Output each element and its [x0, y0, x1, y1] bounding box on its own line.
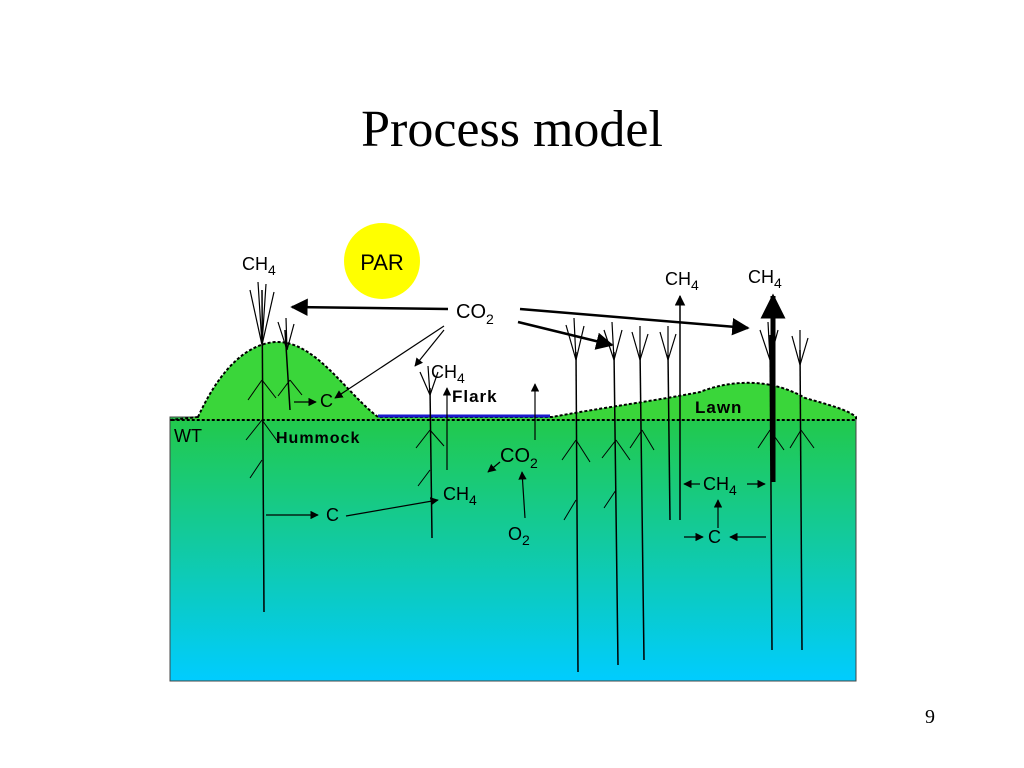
- par-label: PAR: [360, 250, 404, 275]
- ch4-label-upper-right: CH4: [748, 267, 782, 291]
- carbon-label-deep-left: C: [326, 505, 339, 525]
- sun: [344, 223, 420, 299]
- hummock-label: Hummock: [276, 430, 360, 447]
- slide-number: 9: [925, 706, 935, 728]
- slide-title: Process model: [361, 101, 663, 158]
- ch4-label-hummock: CH4: [242, 254, 276, 278]
- ch4-label-upper-mid: CH4: [665, 269, 699, 293]
- o2-label: O2: [508, 524, 530, 548]
- co2-label-top: CO2: [456, 301, 494, 327]
- co2-flux-arrows: [290, 298, 750, 399]
- o2-co2-arrows: [487, 461, 527, 519]
- ground-surface: [169, 340, 857, 421]
- water-table-label: WT: [174, 426, 202, 446]
- peat-water-body: [169, 416, 857, 682]
- ch4-label-deep-left: CH4: [443, 484, 477, 508]
- lawn-label: Lawn: [695, 398, 742, 417]
- co2-label-peat: CO2: [500, 445, 538, 471]
- carbon-label-hummock: C: [320, 391, 333, 411]
- ch4-label-deep-right: CH4: [703, 474, 737, 498]
- carbon-label-deep-right: C: [708, 527, 721, 547]
- carbon-arrows: [266, 397, 766, 542]
- ch4-flux-arrows: [442, 293, 786, 520]
- flark-label: Flark: [452, 387, 498, 406]
- ch4-label-flark-surface: CH4: [431, 362, 465, 386]
